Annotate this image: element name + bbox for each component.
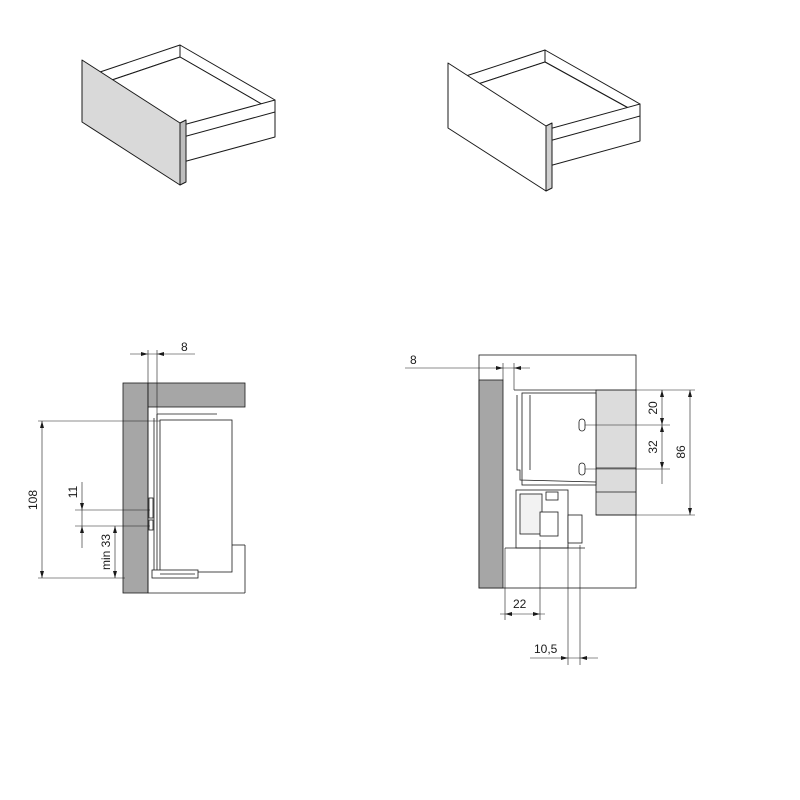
drawer-iso-right bbox=[447, 49, 641, 192]
left-hole-marker-2 bbox=[148, 519, 154, 531]
drawer1-right-edge bbox=[182, 111, 276, 138]
left-dim-min33-label: min 33 bbox=[99, 534, 113, 570]
right-cabinet-wall bbox=[478, 379, 504, 589]
right-dim-8-label: 8 bbox=[410, 353, 417, 367]
left-drawer-front bbox=[159, 419, 233, 573]
right-mechanism-clip bbox=[539, 511, 559, 537]
drawer-iso-left bbox=[81, 44, 276, 186]
drawer2-right-edge bbox=[548, 115, 641, 142]
left-dim-8-label: 8 bbox=[181, 340, 188, 354]
right-dim-20-label: 20 bbox=[646, 401, 660, 415]
right-runner-outline bbox=[516, 395, 597, 483]
right-dim-22-label: 22 bbox=[513, 597, 527, 611]
right-dim-32-label: 32 bbox=[646, 440, 660, 454]
left-hole-marker-1 bbox=[148, 497, 154, 519]
drawer1-front-edge bbox=[179, 119, 187, 186]
right-mechanism-bracket bbox=[567, 514, 583, 544]
left-dimension-lines bbox=[38, 350, 195, 579]
right-dim-10-5-label: 10,5 bbox=[534, 642, 558, 656]
drawer2-front-edge bbox=[545, 122, 553, 192]
right-mechanism-tab bbox=[545, 491, 559, 501]
right-mechanism-inner bbox=[519, 493, 543, 535]
right-hole-upper bbox=[578, 418, 586, 432]
left-dim-108-label: 108 bbox=[26, 490, 40, 510]
section-right bbox=[405, 354, 695, 665]
right-dimension-arrows bbox=[496, 366, 692, 660]
right-dimension-lines bbox=[405, 363, 695, 665]
right-drawer-side-panel bbox=[595, 389, 637, 516]
left-dim-11-label: 11 bbox=[66, 485, 80, 498]
right-hole-lower bbox=[578, 462, 586, 476]
left-top-panel bbox=[147, 382, 246, 408]
left-dimension-arrows bbox=[40, 352, 164, 578]
left-cabinet-wall bbox=[122, 382, 149, 594]
right-dim-86-label: 86 bbox=[674, 445, 688, 459]
section-left bbox=[38, 350, 246, 594]
